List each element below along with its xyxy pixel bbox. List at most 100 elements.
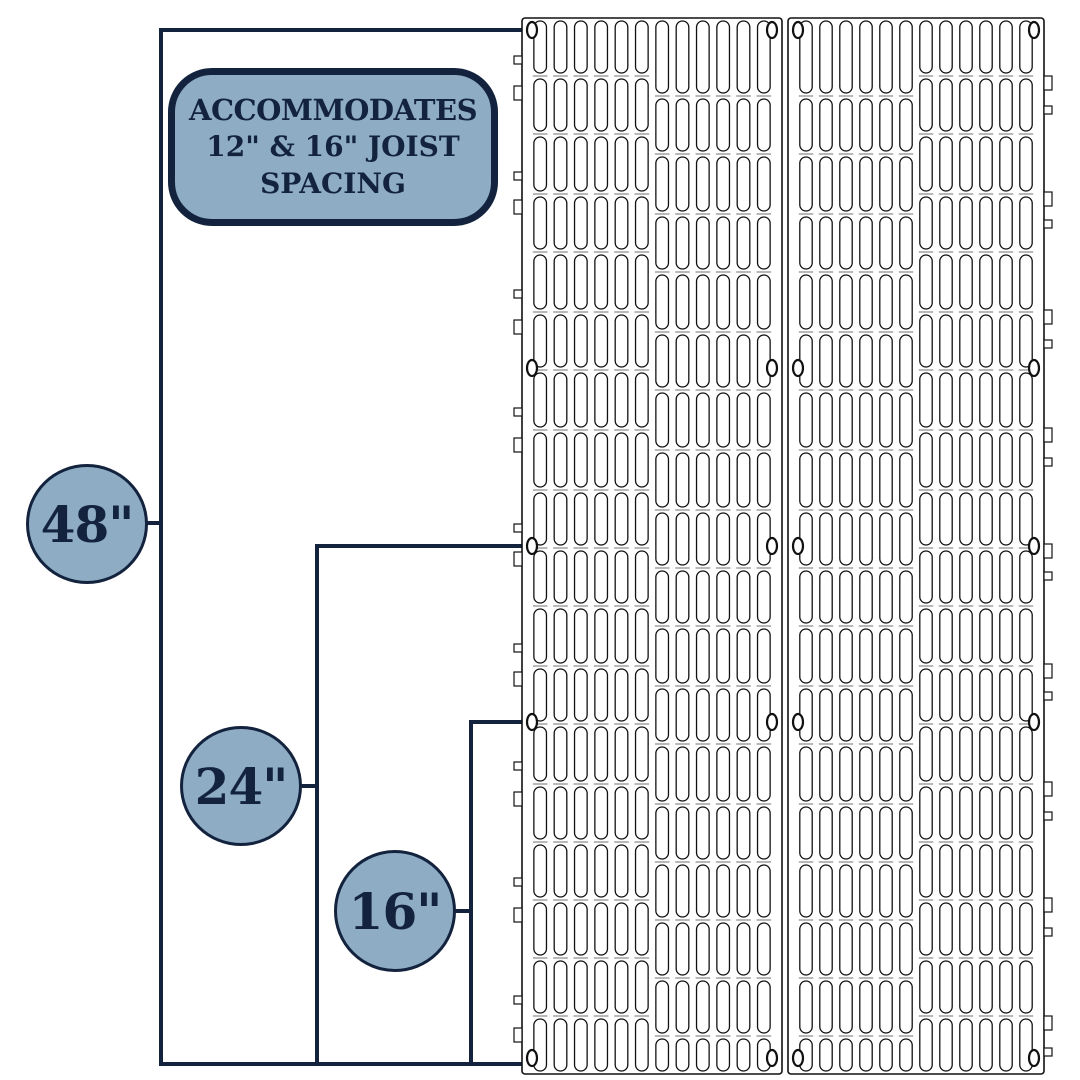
panel-slot <box>594 432 609 488</box>
panel-slot <box>675 570 690 624</box>
panel-slot <box>634 844 649 898</box>
panel-slot <box>959 550 973 604</box>
panel-slot <box>919 196 933 250</box>
dimension-brackets <box>146 28 524 1066</box>
panel-slot <box>879 746 893 802</box>
panel-slot <box>939 608 953 664</box>
panel-slot <box>695 806 710 860</box>
panel-slot <box>919 844 933 898</box>
fastener-hole <box>791 536 805 556</box>
panel-slot <box>879 1038 893 1072</box>
panel-slot <box>716 20 731 94</box>
panel-slot <box>979 136 993 192</box>
panel-slot <box>594 902 609 956</box>
panel-slot <box>879 806 893 860</box>
panel-slot <box>959 136 973 192</box>
fastener-hole <box>791 358 805 378</box>
fastener-hole <box>1027 536 1041 556</box>
panel-slot <box>614 668 629 722</box>
panel-slot <box>736 334 751 388</box>
panel-slot <box>999 960 1013 1014</box>
panel-slot <box>614 726 629 782</box>
edge-tab-left <box>513 877 523 887</box>
panel-slot <box>939 1018 953 1072</box>
panel-slot <box>594 78 609 132</box>
edge-tab-right <box>1043 1047 1053 1057</box>
panel-slot <box>736 392 751 448</box>
panel-slot <box>979 20 993 74</box>
panel-slot <box>675 512 690 566</box>
panel-slot <box>594 492 609 546</box>
panel-slot <box>614 136 629 192</box>
edge-tab-left <box>513 437 523 453</box>
panel-slot <box>553 608 568 664</box>
panel-slot <box>736 570 751 624</box>
panel-slot <box>999 726 1013 782</box>
panel-slot <box>675 334 690 388</box>
panel-slot <box>899 512 913 566</box>
callout-line-3: SPACING <box>260 167 406 201</box>
panel-slot <box>879 452 893 508</box>
panel-slot <box>919 432 933 488</box>
panel-slot <box>839 746 853 802</box>
panel-slot <box>919 550 933 604</box>
panel-slot <box>736 274 751 330</box>
deck-panel-right <box>787 17 1045 1075</box>
panel-slot <box>695 688 710 742</box>
panel-slot <box>879 334 893 388</box>
panel-slot <box>573 136 588 192</box>
panel-slot <box>1019 1018 1033 1072</box>
panel-slot <box>1019 960 1033 1014</box>
panel-slot <box>573 786 588 840</box>
panel-slot <box>1019 492 1033 546</box>
panel-slot <box>614 844 629 898</box>
panel-slot <box>919 20 933 74</box>
panel-slot <box>859 980 873 1034</box>
panel-slot <box>979 254 993 310</box>
panel-slot <box>553 844 568 898</box>
panel-slot <box>839 512 853 566</box>
panel-slot <box>655 98 670 152</box>
panel-slot <box>999 432 1013 488</box>
panel-slot <box>959 372 973 428</box>
panel-slot <box>634 668 649 722</box>
panel-slot <box>799 274 813 330</box>
panel-slot <box>979 608 993 664</box>
panel-slot <box>553 254 568 310</box>
panel-slot <box>533 726 548 782</box>
panel-slot <box>553 550 568 604</box>
panel-slot <box>736 864 751 918</box>
edge-tab-right <box>1043 927 1053 937</box>
panel-slot <box>999 196 1013 250</box>
dimension-badge-24: 24" <box>180 726 302 846</box>
panel-slot <box>859 864 873 918</box>
panel-slot <box>839 334 853 388</box>
deck-panel-left <box>521 17 783 1075</box>
edge-tab-right <box>1043 191 1053 207</box>
panel-slot <box>736 98 751 152</box>
panel-slot <box>879 922 893 976</box>
panel-slot <box>634 254 649 310</box>
panel-slot <box>879 864 893 918</box>
panel-slot <box>959 844 973 898</box>
panel-slot <box>573 372 588 428</box>
fastener-hole <box>1027 358 1041 378</box>
edge-tab-left <box>513 551 523 567</box>
panel-slot <box>1019 196 1033 250</box>
panel-slot <box>675 922 690 976</box>
panel-slot <box>879 628 893 684</box>
panel-slot <box>533 786 548 840</box>
panel-slot <box>533 196 548 250</box>
panel-slot <box>634 20 649 74</box>
panel-slot <box>1019 432 1033 488</box>
panel-slot <box>879 216 893 270</box>
panel-slot <box>979 432 993 488</box>
panel-slot <box>899 688 913 742</box>
panel-slot <box>819 98 833 152</box>
edge-tab-left <box>513 1027 523 1043</box>
fastener-hole <box>1027 712 1041 732</box>
panel-slot <box>695 512 710 566</box>
panel-slot <box>939 136 953 192</box>
fastener-hole <box>791 1048 805 1068</box>
panel-slot <box>819 156 833 212</box>
